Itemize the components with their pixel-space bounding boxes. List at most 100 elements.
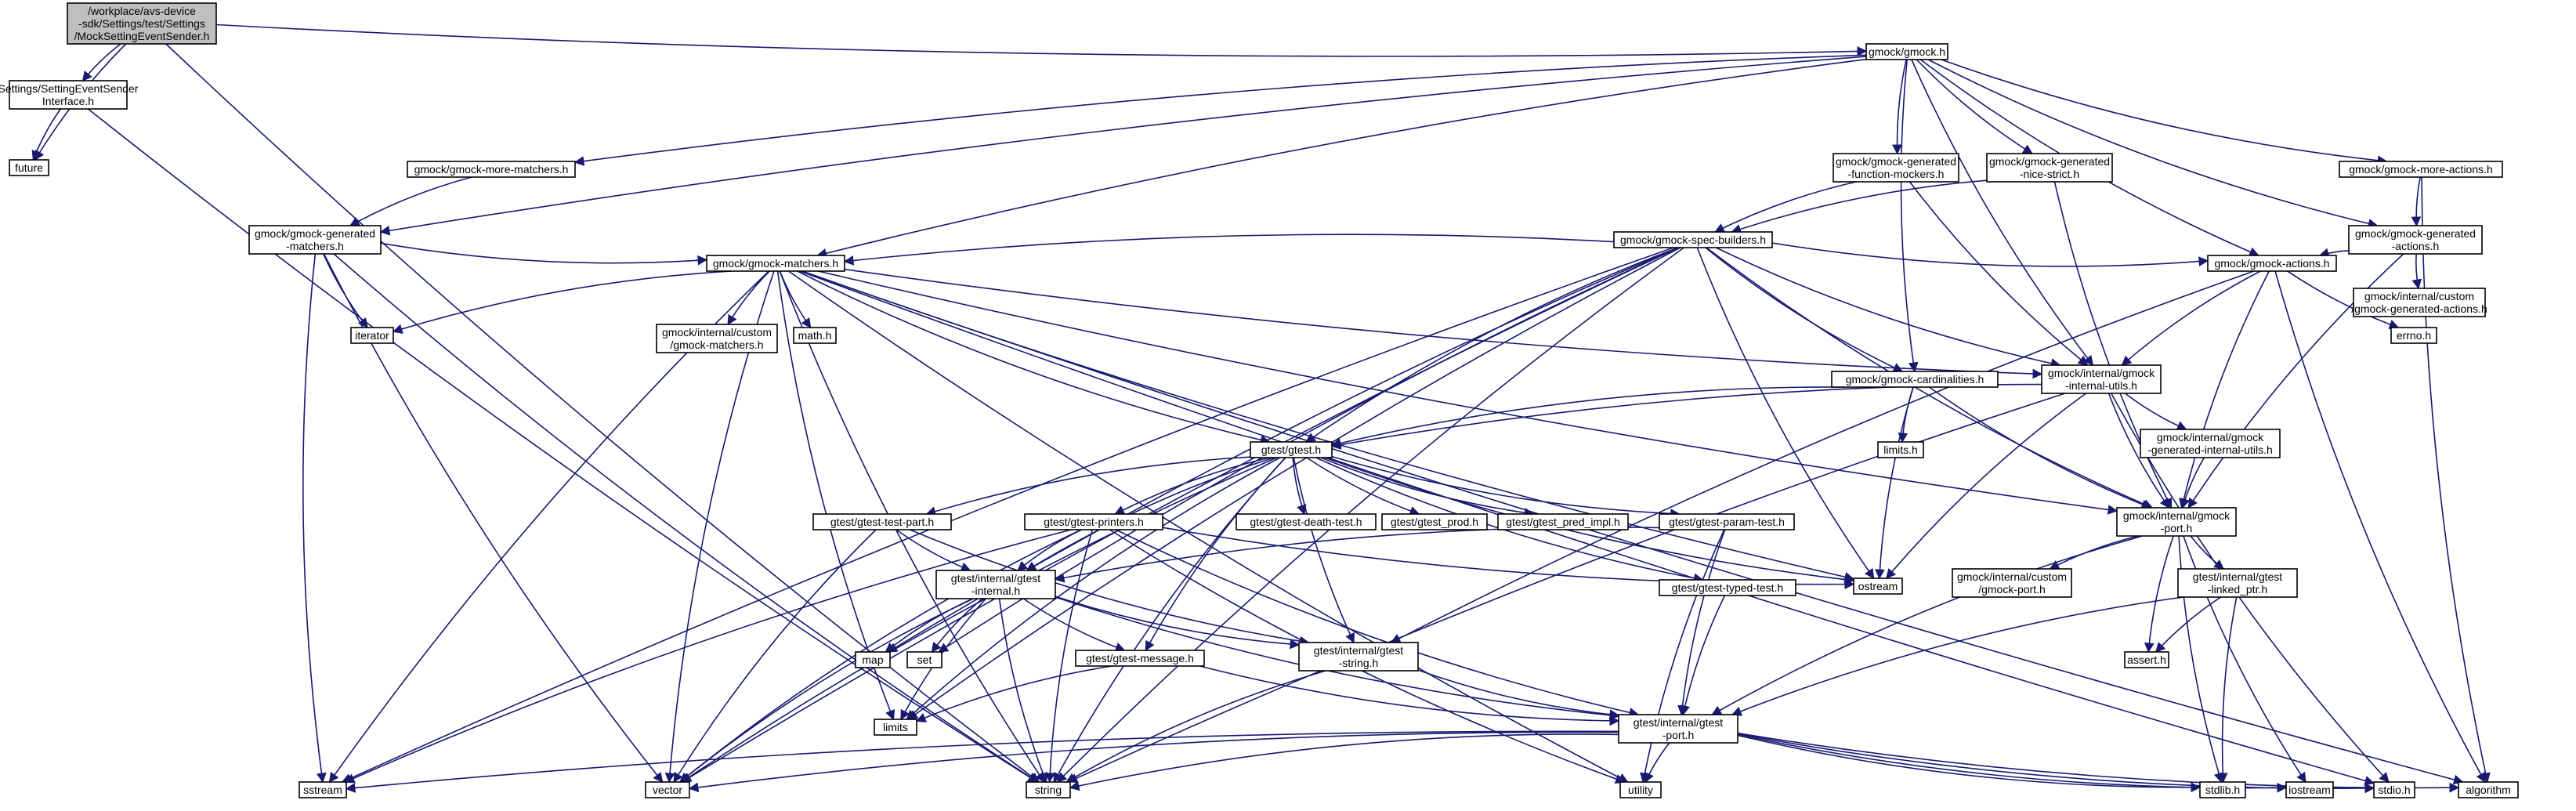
node-label-string-line-0: string <box>1035 784 1062 796</box>
node-map: map <box>855 651 891 668</box>
node-gtestString[interactable]: gtest/internal/gtest-string.h <box>1298 642 1419 672</box>
node-box-math <box>793 327 837 344</box>
node-linkedPtr[interactable]: gtest/internal/gtest-linked_ptr.h <box>2177 568 2298 598</box>
node-customGenActions[interactable]: gmock/internal/custom/gmock-generated-ac… <box>2351 288 2487 317</box>
edge-specBuilders-to-limits <box>907 247 1681 720</box>
node-label-paramTest-line-0: gtest/gtest-param-test.h <box>1669 516 1785 528</box>
edge-gmockPort-to-assert <box>2144 535 2174 654</box>
node-label-cardinalities-line-0: gmock/gmock-cardinalities.h <box>1846 373 1984 386</box>
node-label-typedTest-line-0: gtest/gtest-typed-test.h <box>1672 581 1783 594</box>
node-ostream: ostream <box>1853 577 1903 595</box>
node-label-deathTest-line-0: gtest/gtest-death-test.h <box>1250 516 1362 528</box>
node-algorithm: algorithm <box>2458 781 2519 798</box>
node-genInternalUtils[interactable]: gmock/internal/gmock-generated-internal-… <box>2140 429 2281 458</box>
node-predImpl[interactable]: gtest/gtest_pred_impl.h <box>1497 513 1629 530</box>
edge-gtestPort-to-stdio <box>1737 733 2375 794</box>
node-cardinalities[interactable]: gmock/gmock-cardinalities.h <box>1831 371 1999 388</box>
node-gtest[interactable]: gtest/gtest.h <box>1250 441 1333 458</box>
edge-paramTest-to-utility <box>1640 529 1725 784</box>
node-internalUtils[interactable]: gmock/internal/gmock-internal-utils.h <box>2041 364 2162 394</box>
node-label-moreActions-line-0: gmock/gmock-more-actions.h <box>2349 163 2493 176</box>
edge-matchers-to-string <box>779 270 1045 784</box>
node-gtestProd[interactable]: gtest/gtest_prod.h <box>1381 513 1488 530</box>
node-gmock[interactable]: gmock/gmock.h <box>1865 43 1948 60</box>
node-customMatchers[interactable]: gmock/internal/custom/gmock-matchers.h <box>656 324 778 353</box>
node-testPart[interactable]: gtest/gtest-test-part.h <box>812 513 952 530</box>
node-specBuilders[interactable]: gmock/gmock-spec-builders.h <box>1613 231 1773 248</box>
node-genFuncMockers[interactable]: gmock/gmock-generated-function-mockers.h <box>1833 153 1959 183</box>
node-label-customMatchers-line-0: gmock/internal/custom <box>662 326 772 339</box>
edge-linkedPtr-to-stdlib <box>2217 596 2238 784</box>
node-box-paramTest <box>1659 513 1795 530</box>
edge-iface-to-string <box>87 108 1038 783</box>
node-box-cardinalities <box>1831 371 1999 388</box>
edge-cardinalities-to-ostream <box>1875 386 1914 580</box>
edge-gmock-to-matchers <box>816 58 1867 259</box>
node-label-gtest-line-0: gtest/gtest.h <box>1261 444 1321 456</box>
edge-specBuilders-to-internalUtils <box>1715 247 2061 368</box>
node-moreMatchers[interactable]: gmock/gmock-more-matchers.h <box>407 161 576 178</box>
edge-gmock-to-genNiceStrict <box>1916 59 2033 154</box>
node-box-limitsH <box>1877 441 1924 458</box>
edge-cardinalities-to-gtest <box>1330 386 1846 448</box>
edge-matchers-to-ostream <box>801 270 1855 582</box>
node-box-errno <box>2390 327 2437 344</box>
node-box-gtest <box>1250 441 1333 458</box>
edge-gtestInternal-to-string <box>998 598 1048 784</box>
node-label-iface-line-1: Interface.h <box>42 95 94 107</box>
node-label-genInternalUtils-line-0: gmock/internal/gmock <box>2157 431 2264 444</box>
node-printers[interactable]: gtest/gtest-printers.h <box>1024 513 1163 530</box>
node-matchers[interactable]: gmock/gmock-matchers.h <box>706 255 845 272</box>
edge-gtest-to-testPart <box>925 456 1251 516</box>
node-label-stdio-line-0: stdio.h <box>2378 784 2410 796</box>
node-label-customGenActions-line-0: gmock/internal/custom <box>2364 290 2474 302</box>
node-customPort[interactable]: gmock/internal/custom/gmock-port.h <box>1952 568 2072 598</box>
node-box-predImpl <box>1497 513 1629 530</box>
node-label-internalUtils-line-0: gmock/internal/gmock <box>2048 367 2155 379</box>
node-box-specBuilders <box>1613 231 1773 248</box>
edge-message-to-limits <box>915 665 1113 722</box>
node-gmockPort[interactable]: gmock/internal/gmock-port.h <box>2116 507 2237 537</box>
edge-message-to-gtestPort <box>1199 665 1620 726</box>
node-label-gtestString-line-1: -string.h <box>1339 657 1379 669</box>
node-box-vector <box>645 781 690 798</box>
node-moreActions[interactable]: gmock/gmock-more-actions.h <box>2339 161 2503 178</box>
node-box-gtestInternal <box>935 570 1056 599</box>
edge-gtest-to-gtestString <box>1293 457 1355 644</box>
edge-matchers-to-internalUtils <box>844 268 2043 379</box>
edge-specBuilders-to-string <box>1056 247 1684 783</box>
edge-matchers-to-customMatchers <box>727 270 770 326</box>
edge-gtestPort-to-sstream <box>345 730 1619 793</box>
edge-testPart-to-gtestString <box>909 529 1310 646</box>
node-label-genFuncMockers-line-0: gmock/gmock-generated <box>1836 155 1956 168</box>
node-label-genNiceStrict-line-0: gmock/gmock-generated <box>1989 155 2110 168</box>
edge-matchers-to-iterator <box>392 270 733 334</box>
edge-root-to-string <box>165 43 1040 783</box>
edge-actions-to-internalUtils <box>2121 270 2261 366</box>
edge-testPart-to-vector <box>673 529 877 784</box>
node-label-iface-line-0: Settings/SettingEventSender <box>0 82 139 95</box>
node-deathTest[interactable]: gtest/gtest-death-test.h <box>1236 513 1377 530</box>
node-box-testPart <box>812 513 952 530</box>
node-message[interactable]: gtest/gtest-message.h <box>1075 650 1205 667</box>
node-label-root-line-1: -sdk/Settings/test/Settings <box>78 17 205 30</box>
node-typedTest[interactable]: gtest/gtest-typed-test.h <box>1659 579 1796 596</box>
edge-matchers-to-stdio <box>799 270 2375 786</box>
node-label-set-line-0: set <box>917 654 932 666</box>
node-actions[interactable]: gmock/gmock-actions.h <box>2207 255 2337 272</box>
node-root[interactable]: /workplace/avs-device-sdk/Settings/test/… <box>67 2 217 45</box>
node-box-customMatchers <box>656 324 778 353</box>
node-label-gtestInternal-line-0: gtest/internal/gtest <box>951 572 1041 585</box>
edges-layer <box>31 24 2491 794</box>
node-box-gtestProd <box>1381 513 1488 530</box>
edge-actions-to-gmockPort <box>2179 270 2270 509</box>
node-genNiceStrict[interactable]: gmock/gmock-generated-nice-strict.h <box>1986 153 2113 183</box>
node-genActions[interactable]: gmock/gmock-generated-actions.h <box>2348 225 2483 255</box>
node-gtestPort[interactable]: gtest/internal/gtest-port.h <box>1618 714 1738 744</box>
node-genMatchers[interactable]: gmock/gmock-generated-matchers.h <box>248 225 382 255</box>
edge-moreActions-to-genActions <box>2411 176 2422 227</box>
node-paramTest[interactable]: gtest/gtest-param-test.h <box>1659 513 1795 530</box>
edge-gmock-to-moreActions <box>1941 59 2388 166</box>
node-gtestInternal[interactable]: gtest/internal/gtest-internal.h <box>935 570 1056 599</box>
